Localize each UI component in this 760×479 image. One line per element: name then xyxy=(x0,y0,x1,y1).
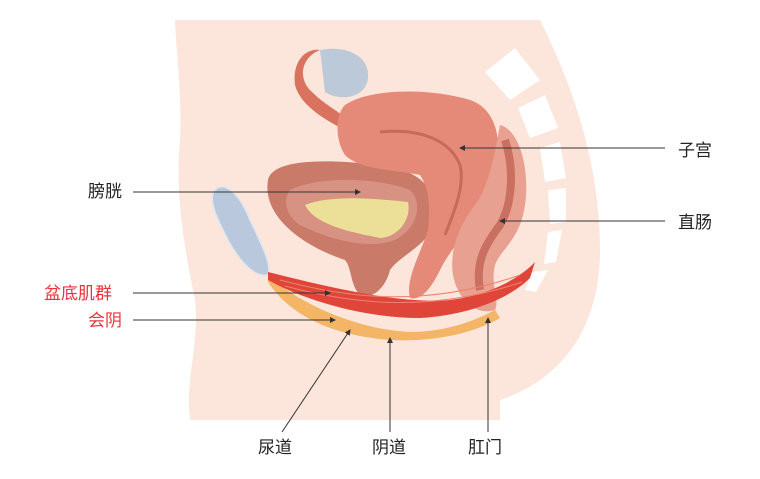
fallopian-tube xyxy=(294,49,348,130)
label-anus: 肛门 xyxy=(468,438,502,458)
label-uterus: 子宫 xyxy=(678,141,712,161)
uterus xyxy=(337,91,499,299)
urethra-pointer xyxy=(281,329,351,433)
pelvic-floor-muscle xyxy=(268,262,535,318)
label-urethra: 尿道 xyxy=(258,438,292,458)
label-bladder: 膀胱 xyxy=(88,182,122,202)
label-rectum: 直肠 xyxy=(678,213,712,233)
label-vagina: 阴道 xyxy=(372,438,406,458)
label-perineum: 会阴 xyxy=(88,311,122,331)
perineum xyxy=(268,275,500,341)
label-pelvic-floor: 盆底肌群 xyxy=(44,284,112,304)
ovary xyxy=(320,48,369,98)
spine xyxy=(485,48,566,292)
